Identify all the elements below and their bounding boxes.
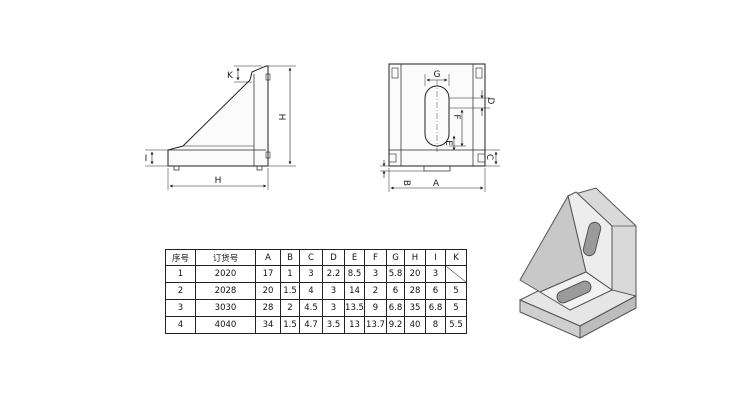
table-cell: 8.5 — [344, 265, 365, 283]
table-cell: 2 — [280, 299, 300, 317]
dim-label-d: D — [485, 98, 495, 105]
table-cell: 5 — [445, 299, 467, 317]
table-cell: 13 — [344, 316, 365, 334]
table-cell: 6 — [425, 282, 446, 300]
table-cell: 1 — [280, 265, 300, 283]
header-cell: F — [364, 249, 387, 266]
table-row: 4 4040 34 1.5 4.7 3.5 13 13.7 9.2 40 8 5… — [165, 316, 467, 334]
dim-label-g: G — [434, 70, 441, 80]
table-cell: 4 — [299, 282, 323, 300]
header-cell: A — [255, 249, 281, 266]
table-cell: 3 — [364, 265, 387, 283]
table-cell: 6.8 — [425, 299, 446, 317]
table-cell: 20 — [255, 282, 281, 300]
table-cell: 9 — [364, 299, 387, 317]
dim-label-h-horizontal: H — [215, 176, 222, 186]
table-cell: 5.8 — [386, 265, 405, 283]
table-cell: 28 — [404, 282, 426, 300]
table-cell: 2.2 — [322, 265, 345, 283]
table-cell-empty — [445, 265, 467, 283]
table-cell: 2 — [364, 282, 387, 300]
header-cell: I — [425, 249, 446, 266]
header-cell: 订货号 — [195, 249, 256, 266]
table-cell: 13.5 — [344, 299, 365, 317]
table-cell: 4.5 — [299, 299, 323, 317]
table-cell: 2028 — [195, 282, 256, 300]
header-cell: 序号 — [165, 249, 196, 266]
table-cell: 1.5 — [280, 282, 300, 300]
table-cell: 3 — [322, 299, 345, 317]
table-cell: 6.8 — [386, 299, 405, 317]
table-header-row: 序号 订货号 A B C D E F G H I K — [165, 249, 467, 266]
table-cell: 1 — [165, 265, 196, 283]
bracket-3d-view — [518, 187, 638, 339]
table-cell: 4040 — [195, 316, 256, 334]
header-cell: K — [445, 249, 467, 266]
table-cell: 6 — [386, 282, 405, 300]
table-cell: 40 — [404, 316, 426, 334]
header-cell: E — [344, 249, 365, 266]
table-cell: 3 — [425, 265, 446, 283]
table-cell: 4 — [165, 316, 196, 334]
dim-label-f: F — [451, 114, 461, 119]
header-cell: C — [299, 249, 323, 266]
table-cell: 35 — [404, 299, 426, 317]
dim-label-c: C — [484, 154, 494, 160]
header-cell: D — [322, 249, 345, 266]
table-cell: 1.5 — [280, 316, 300, 334]
table-cell: 2 — [165, 282, 196, 300]
table-cell: 17 — [255, 265, 281, 283]
table-cell: 3 — [165, 299, 196, 317]
dim-label-b: B — [401, 180, 411, 186]
dim-label-k: K — [227, 71, 234, 81]
dim-label-h-vertical: H — [276, 114, 286, 121]
table-cell: 3 — [322, 282, 345, 300]
front-view — [380, 63, 500, 192]
table-row: 1 2020 17 1 3 2.2 8.5 3 5.8 20 3 — [165, 265, 467, 283]
dim-label-a: A — [433, 179, 440, 189]
table-cell: 34 — [255, 316, 281, 334]
dim-label-e: E — [443, 140, 453, 146]
table-cell: 8 — [425, 316, 446, 334]
table-cell: 5.5 — [445, 316, 467, 334]
table-cell: 13.7 — [364, 316, 387, 334]
header-cell: B — [280, 249, 300, 266]
header-cell: G — [386, 249, 405, 266]
table-cell: 9.2 — [386, 316, 405, 334]
table-cell: 20 — [404, 265, 426, 283]
side-view — [145, 65, 296, 190]
header-cell: H — [404, 249, 426, 266]
dim-label-i: I — [145, 154, 148, 164]
table-cell: 3030 — [195, 299, 256, 317]
table-cell: 14 — [344, 282, 365, 300]
table-row: 2 2028 20 1.5 4 3 14 2 6 28 6 5 — [165, 282, 467, 300]
table-row: 3 3030 28 2 4.5 3 13.5 9 6.8 35 6.8 5 — [165, 299, 467, 317]
table-cell: 3 — [299, 265, 323, 283]
table-cell: 3.5 — [322, 316, 345, 334]
table-cell: 4.7 — [299, 316, 323, 334]
table-cell: 28 — [255, 299, 281, 317]
table-cell: 2020 — [195, 265, 256, 283]
dimension-table: 序号 订货号 A B C D E F G H I K 1 2020 17 1 3… — [165, 249, 467, 334]
table-cell: 5 — [445, 282, 467, 300]
